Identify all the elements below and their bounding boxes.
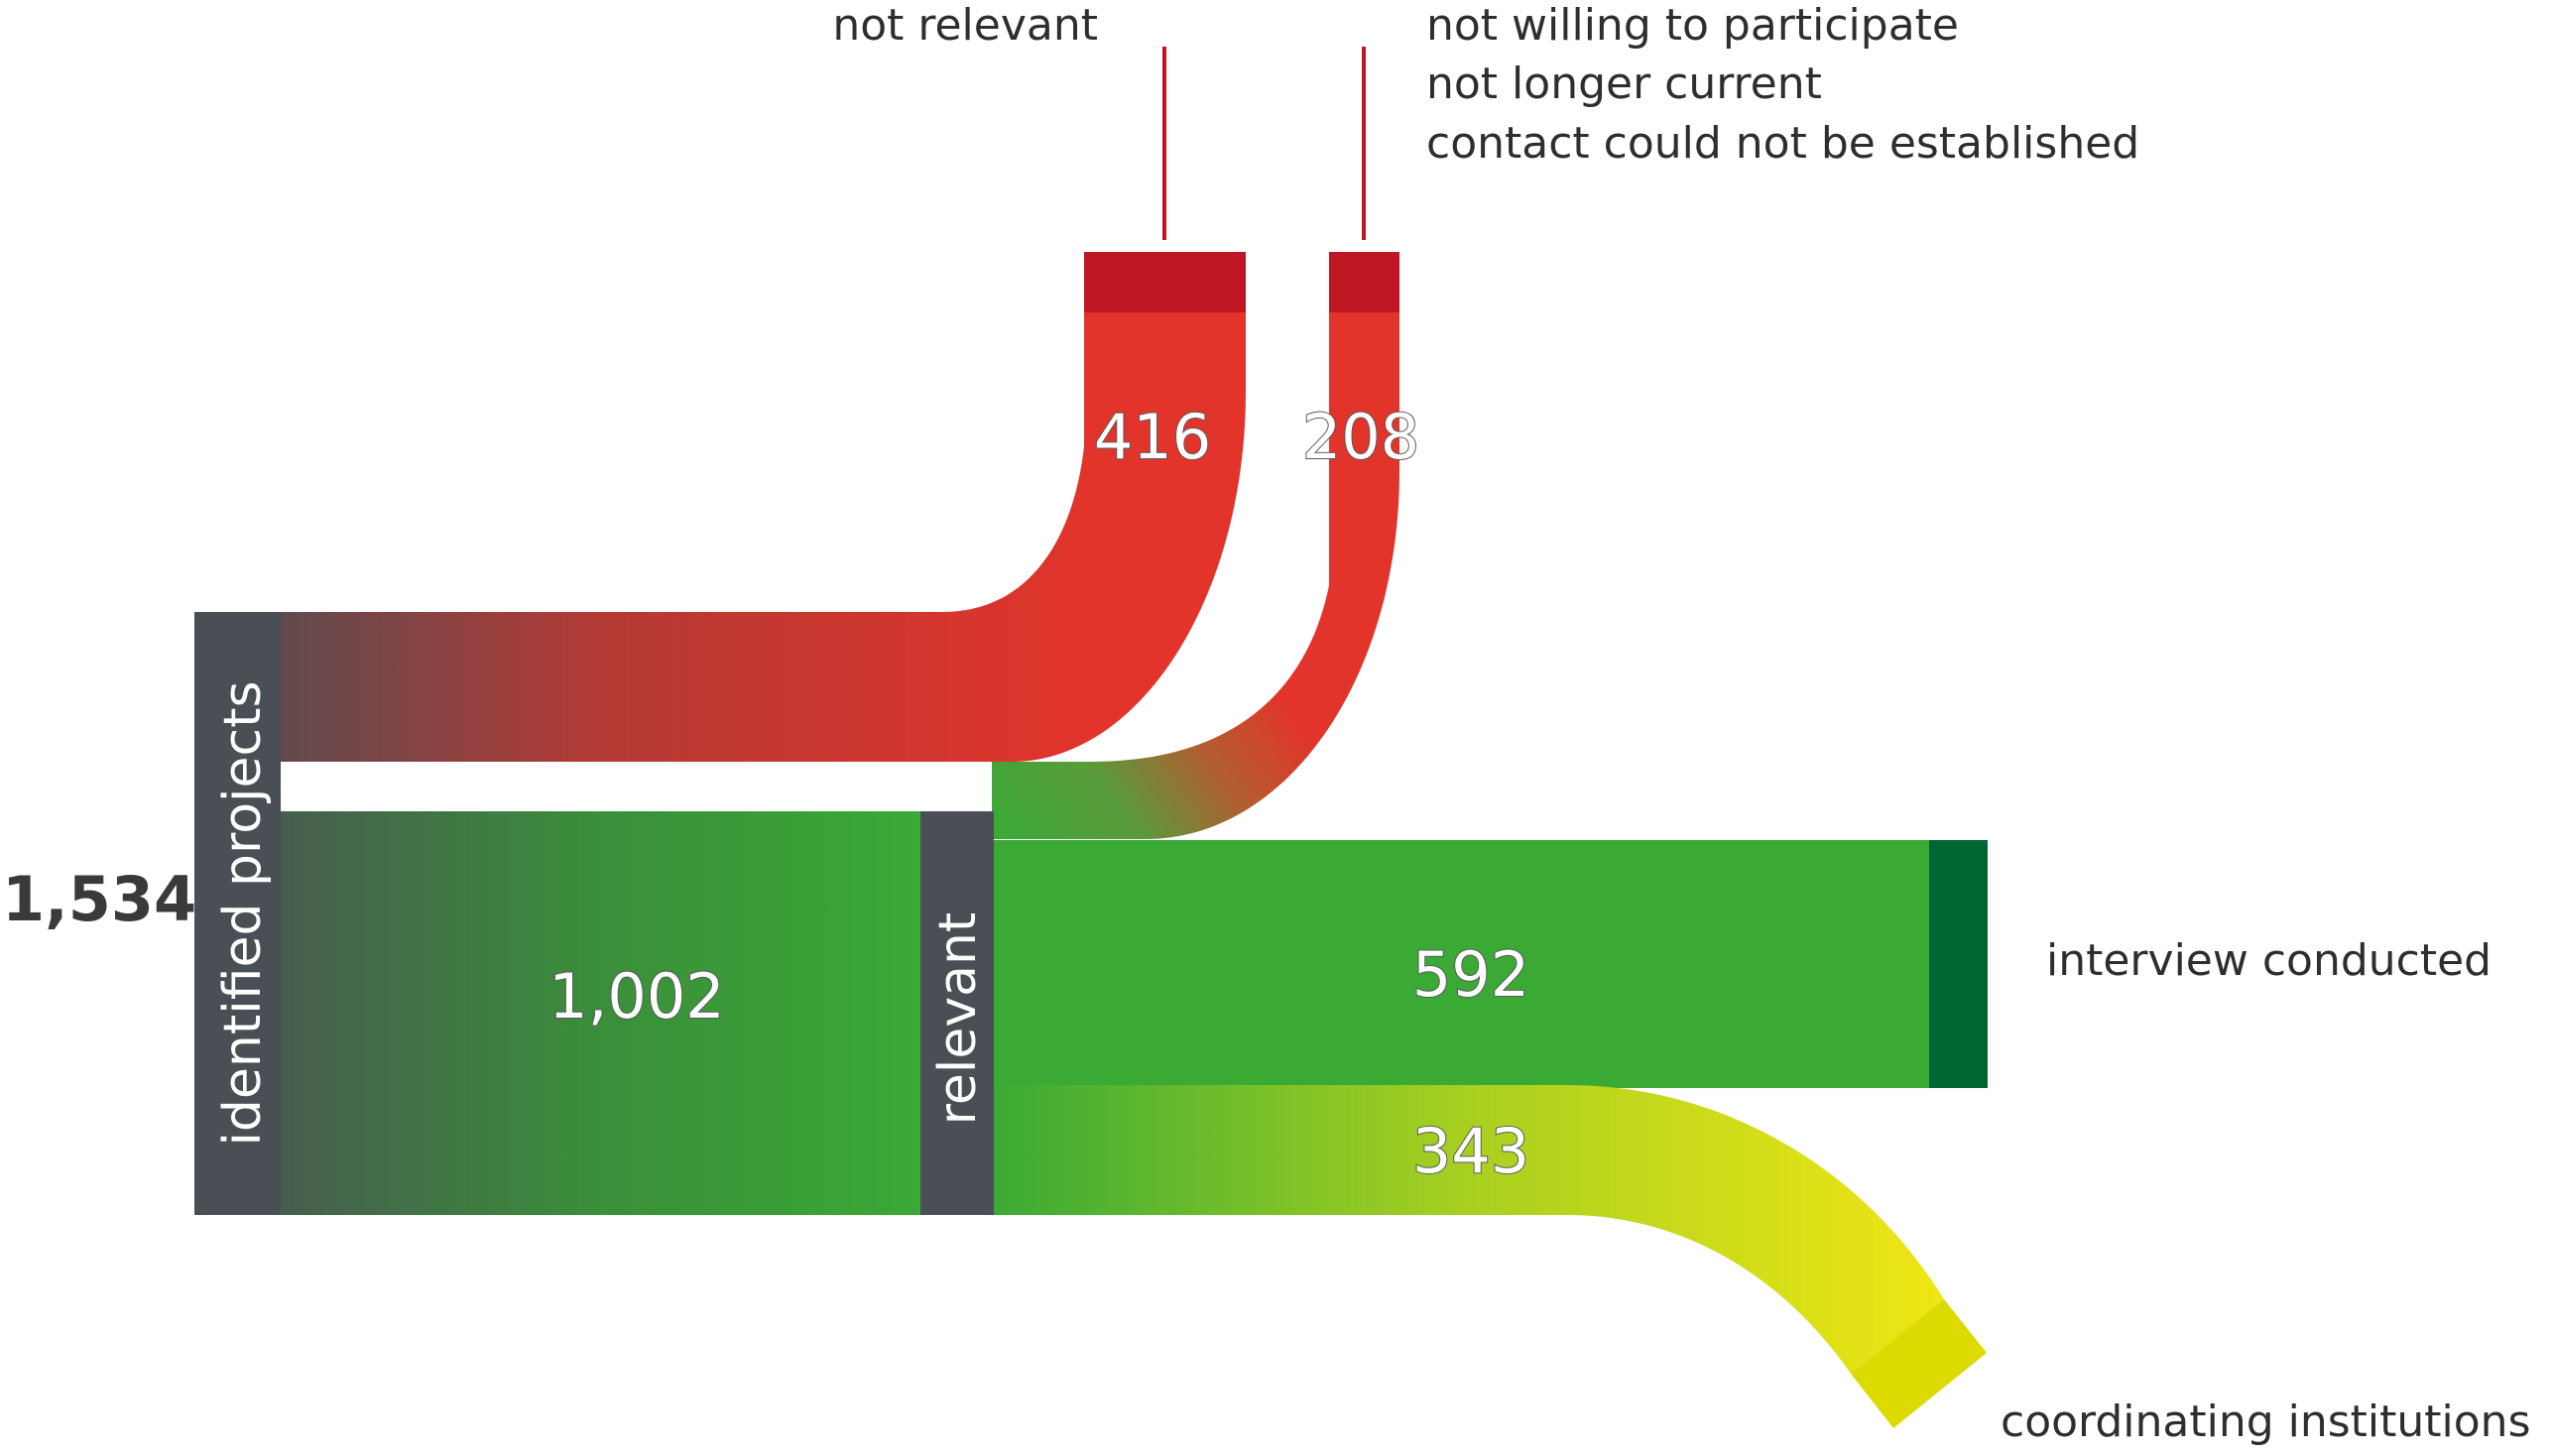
flow-not-willing [992, 309, 1399, 839]
label-not-willing-3: contact could not be established [1426, 118, 2139, 169]
label-total: 1,534 [2, 863, 196, 935]
node-relevant [920, 811, 994, 1215]
label-not-relevant: not relevant [832, 0, 1098, 51]
label-interview-conducted: interview conducted [2046, 935, 2491, 986]
value-interview: 592 [1412, 938, 1529, 1011]
node-coordinating-institutions [1851, 1299, 1987, 1428]
value-relevant: 1,002 [548, 960, 725, 1032]
label-identified-projects: identified projects [213, 680, 273, 1146]
value-not-relevant: 416 [1094, 401, 1211, 473]
value-not-willing: 208 [1302, 401, 1419, 473]
node-not-relevant [1084, 252, 1246, 312]
node-not-willing [1329, 252, 1399, 312]
flow-coordinating [990, 1085, 1944, 1374]
flow-not-relevant [194, 309, 1246, 762]
flow-relevant [194, 811, 923, 1215]
label-not-willing-2: not longer current [1426, 59, 1822, 109]
label-coordinating-institutions: coordinating institutions [2001, 1396, 2531, 1447]
node-identified-projects [194, 612, 281, 1215]
value-coordinating: 343 [1412, 1115, 1529, 1187]
node-interview-conducted [1929, 840, 1988, 1088]
label-not-willing-1: not willing to participate [1426, 0, 1959, 51]
flow-interview [990, 840, 1929, 1088]
label-relevant: relevant [928, 912, 988, 1126]
